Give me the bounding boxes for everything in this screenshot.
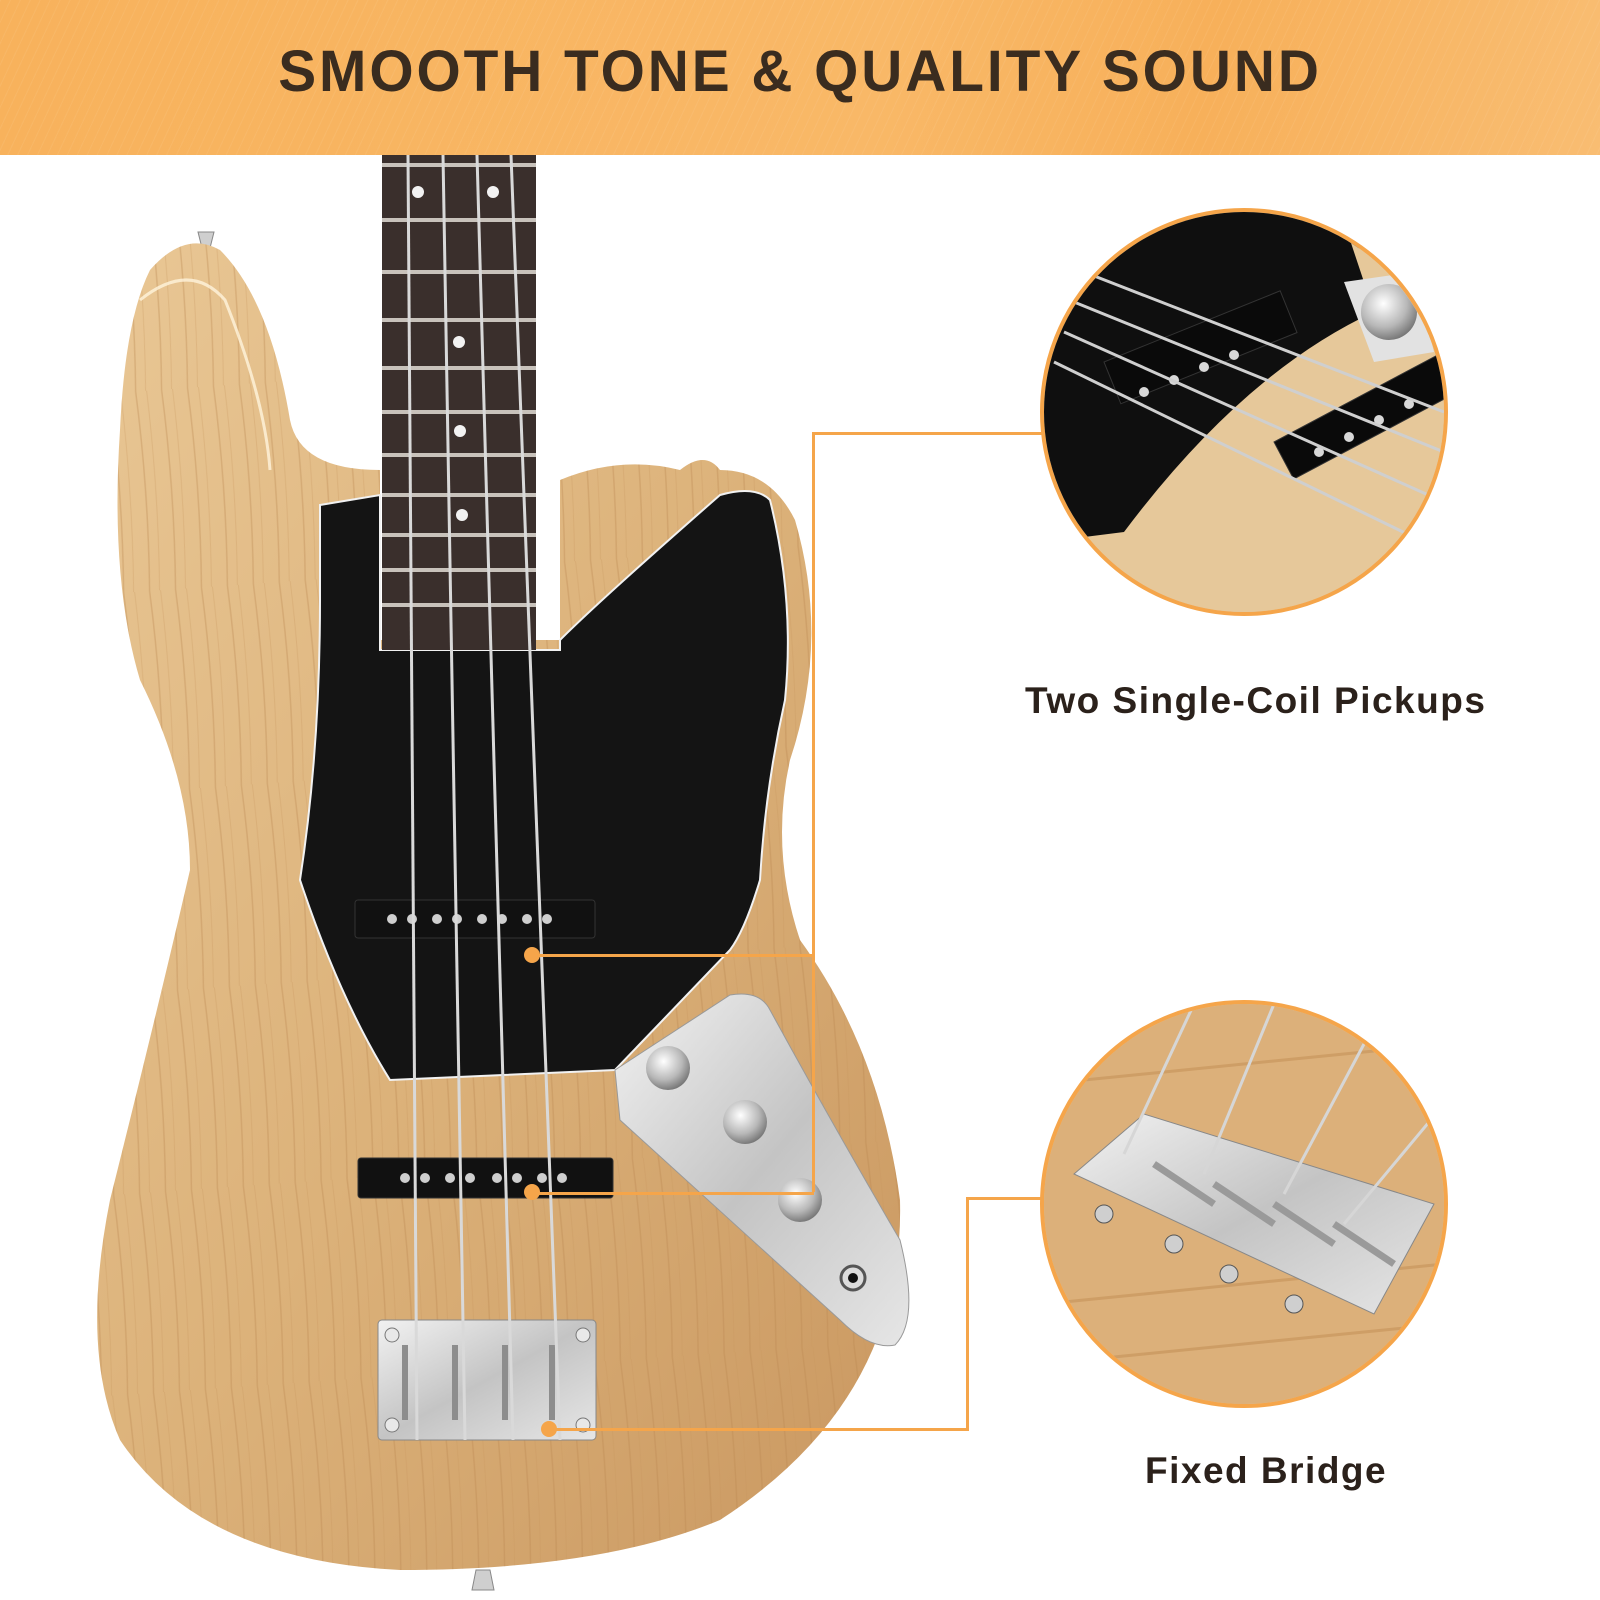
- callout-line-neck-pickup: [530, 954, 814, 957]
- banner-texture: [0, 0, 1600, 155]
- volume-knob-1: [646, 1046, 690, 1090]
- bridge-label: Fixed Bridge: [1145, 1450, 1388, 1491]
- volume-knob-2: [723, 1100, 767, 1144]
- bridge: [377, 1319, 597, 1441]
- tone-knob: [778, 1178, 822, 1222]
- bridge-closeup-image: [1044, 1004, 1444, 1404]
- pickups-closeup-circle: [1040, 208, 1448, 616]
- callout-line-bridge: [548, 1428, 969, 1431]
- callout-line-pickups-vertical: [812, 432, 815, 1192]
- pickups-label: Two Single-Coil Pickups: [1025, 680, 1487, 721]
- callout-line-bridge-vertical: [966, 1197, 969, 1430]
- neck-pickup: [354, 899, 596, 939]
- callout-line-bridge-top: [966, 1197, 1042, 1200]
- callout-dot-bridge: [541, 1421, 557, 1437]
- callout-dot-neck-pickup: [524, 947, 540, 963]
- control-plate: [614, 993, 910, 1347]
- bridge-closeup-circle: [1040, 1000, 1448, 1408]
- callout-line-pickups-top: [812, 432, 1042, 435]
- callout-line-bridge-pickup: [530, 1192, 814, 1195]
- banner-title: SMOOTH TONE & QUALITY SOUND: [278, 39, 1322, 104]
- header-banner: SMOOTH TONE & QUALITY SOUND: [0, 0, 1600, 155]
- callout-dot-bridge-pickup: [524, 1184, 540, 1200]
- pickup-closeup-image: [1044, 212, 1444, 612]
